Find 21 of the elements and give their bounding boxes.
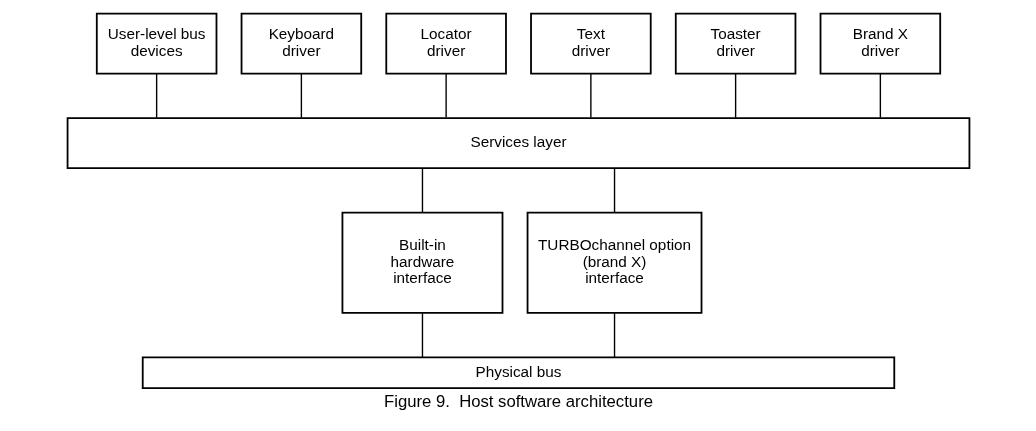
node-box: Text driver [529,12,652,75]
node-box: TURBOchannel option (brand X) interface [526,211,702,314]
connector [613,312,615,359]
node-box: Services layer [66,117,970,170]
connector [879,73,881,119]
node-box: Locator driver [384,12,507,75]
connector [734,73,736,119]
connector [444,73,447,119]
connector [589,73,592,119]
connector [613,167,615,214]
node-box: Toaster driver [674,12,796,75]
node-box: Built-in hardware interface [341,211,503,314]
node-box: User-level bus devices [95,12,217,75]
connector [421,312,423,359]
connector [300,73,302,119]
node-box: Brand X driver [819,12,941,75]
node-box: Keyboard driver [240,12,362,75]
caption: Figure 9. Host software architecture [383,392,653,412]
connector [155,73,157,119]
connector [421,167,423,214]
node-box: Physical bus [141,356,895,389]
